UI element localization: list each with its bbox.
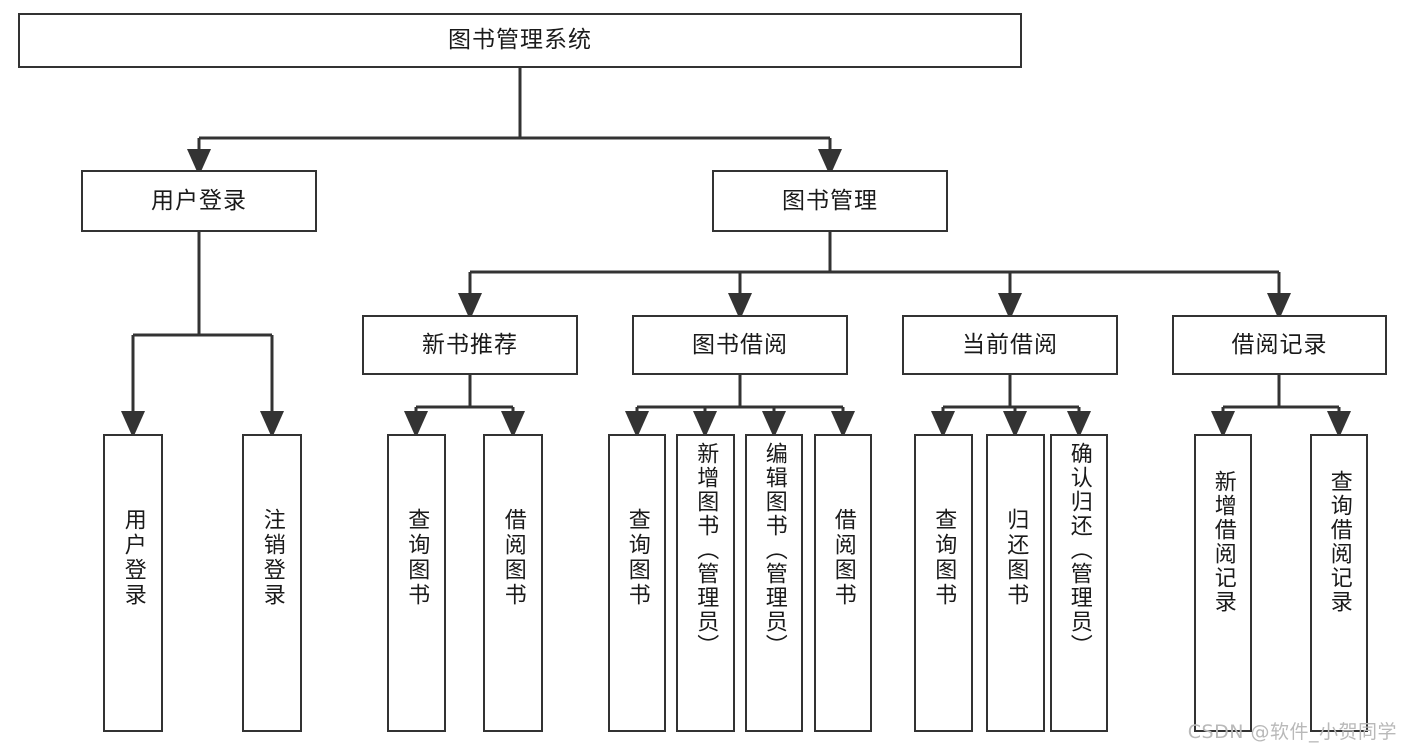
node-label: 用户登录 (151, 187, 247, 214)
node-label: 新增图书（管理员） (693, 442, 719, 658)
leaf-confirm-return[interactable]: 确认归还（管理员） (1050, 434, 1108, 732)
leaf-return-book[interactable]: 归还图书 (986, 434, 1045, 732)
leaf-query-book-3[interactable]: 查询图书 (914, 434, 973, 732)
node-label: 归还图书 (1003, 508, 1029, 608)
node-label: 注销登录 (259, 508, 285, 608)
node-label: 借阅图书 (500, 508, 526, 608)
leaf-borrow-book-2[interactable]: 借阅图书 (814, 434, 872, 732)
node-label: 编辑图书（管理员） (761, 442, 787, 658)
node-label: 图书管理 (782, 187, 878, 214)
node-book-management[interactable]: 图书管理 (712, 170, 948, 232)
node-label: 用户登录 (120, 508, 146, 608)
node-label: 新增借阅记录 (1210, 470, 1236, 614)
node-label: 确认归还（管理员） (1066, 442, 1092, 658)
node-label: 查询图书 (624, 508, 650, 608)
leaf-add-book[interactable]: 新增图书（管理员） (676, 434, 735, 732)
leaf-logout-login[interactable]: 注销登录 (242, 434, 302, 732)
node-label: 图书借阅 (692, 331, 788, 358)
node-current-borrow[interactable]: 当前借阅 (902, 315, 1118, 375)
leaf-add-borrow-record[interactable]: 新增借阅记录 (1194, 434, 1252, 732)
watermark-text: CSDN @软件_小贺同学 (1187, 721, 1397, 743)
node-label: 当前借阅 (962, 331, 1058, 358)
node-label: 查询借阅记录 (1326, 470, 1352, 614)
leaf-borrow-book-1[interactable]: 借阅图书 (483, 434, 543, 732)
node-user-login[interactable]: 用户登录 (81, 170, 317, 232)
node-label: 查询图书 (931, 508, 957, 608)
node-label: 借阅记录 (1231, 331, 1328, 358)
leaf-user-login[interactable]: 用户登录 (103, 434, 163, 732)
leaf-edit-book[interactable]: 编辑图书（管理员） (745, 434, 803, 732)
node-root-system[interactable]: 图书管理系统 (18, 13, 1022, 68)
node-book-borrow[interactable]: 图书借阅 (632, 315, 848, 375)
node-label: 新书推荐 (422, 331, 518, 358)
leaf-query-borrow-record[interactable]: 查询借阅记录 (1310, 434, 1368, 732)
node-borrow-record[interactable]: 借阅记录 (1172, 315, 1387, 375)
node-label: 借阅图书 (830, 508, 856, 608)
node-label: 查询图书 (404, 508, 430, 608)
leaf-query-book-2[interactable]: 查询图书 (608, 434, 666, 732)
node-label: 图书管理系统 (448, 27, 592, 54)
node-new-book-recommend[interactable]: 新书推荐 (362, 315, 578, 375)
leaf-query-book-1[interactable]: 查询图书 (387, 434, 446, 732)
